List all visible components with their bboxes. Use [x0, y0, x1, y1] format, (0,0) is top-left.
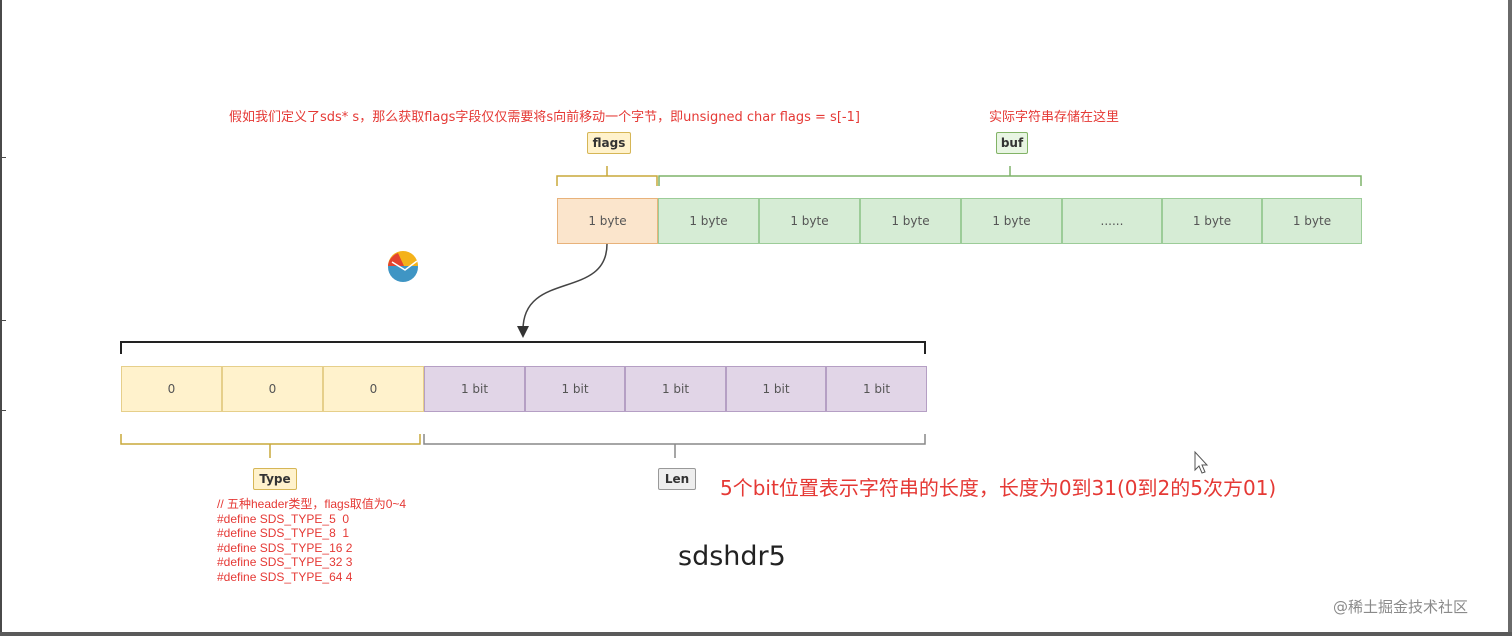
- frame-left-border: [0, 0, 2, 636]
- byte-cell-buf: 1 byte: [860, 198, 961, 244]
- flags-annotation: 假如我们定义了sds* s，那么获取flags字段仅仅需要将s向前移动一个字节，…: [229, 110, 860, 125]
- len-annotation: 5个bit位置表示字符串的长度，长度为0到31(0到2的5次方01): [720, 476, 1277, 500]
- bit-cell-type: 0: [222, 366, 323, 412]
- frame-right-border: [1508, 0, 1512, 636]
- arrow-head: [517, 326, 529, 338]
- buf-tag: buf: [996, 132, 1028, 154]
- byte-cell-buf: 1 byte: [961, 198, 1062, 244]
- bit-cell-len: 1 bit: [726, 366, 826, 412]
- bit-cell-type: 0: [121, 366, 222, 412]
- mouse-cursor-icon: [1194, 450, 1209, 474]
- watermark: @稀土掘金技术社区: [1333, 598, 1469, 616]
- bit-cell-len: 1 bit: [625, 366, 726, 412]
- flags-tag: flags: [587, 132, 631, 154]
- diagram-title: sdshdr5: [678, 541, 786, 572]
- len-tag: Len: [658, 468, 696, 490]
- byte-cell-buf: 1 byte: [1162, 198, 1262, 244]
- define-line: #define SDS_TYPE_64 4: [217, 569, 353, 584]
- type-tag: Type: [253, 468, 297, 490]
- byte-cell-buf: 1 byte: [1262, 198, 1362, 244]
- bit-cell-len: 1 bit: [826, 366, 927, 412]
- bit-cell-type: 0: [323, 366, 424, 412]
- flags-expand-arrow: [522, 243, 608, 331]
- type-defines: // 五种header类型，flags取值为0~4#define SDS_TYP…: [217, 497, 406, 584]
- buf-bracket: [658, 175, 1362, 186]
- len-bracket: [423, 434, 926, 445]
- define-line: #define SDS_TYPE_5 0: [217, 511, 350, 526]
- define-line: // 五种header类型，flags取值为0~4: [217, 497, 407, 511]
- byte-cell-flags: 1 byte: [557, 198, 658, 244]
- frame-tick: [0, 410, 6, 411]
- define-line: #define SDS_TYPE_16 2: [217, 540, 353, 555]
- byte-cell-buf: 1 byte: [759, 198, 860, 244]
- bit-cell-len: 1 bit: [424, 366, 525, 412]
- define-line: #define SDS_TYPE_32 3: [217, 555, 353, 569]
- buf-annotation: 实际字符串存储在这里: [989, 110, 1120, 125]
- pie-logo-icon: [388, 251, 418, 282]
- byte-cell-buf: 1 byte: [658, 198, 759, 244]
- define-line: #define SDS_TYPE_8 1: [217, 526, 350, 540]
- bit-cell-len: 1 bit: [525, 366, 625, 412]
- frame-tick: [0, 320, 6, 321]
- flags-bracket: [556, 175, 658, 186]
- frame-tick: [0, 157, 6, 158]
- byte-bracket: [120, 341, 926, 354]
- frame-bottom-border: [0, 632, 1512, 636]
- type-bracket: [120, 434, 421, 445]
- byte-cell-ellipsis: ......: [1062, 198, 1162, 244]
